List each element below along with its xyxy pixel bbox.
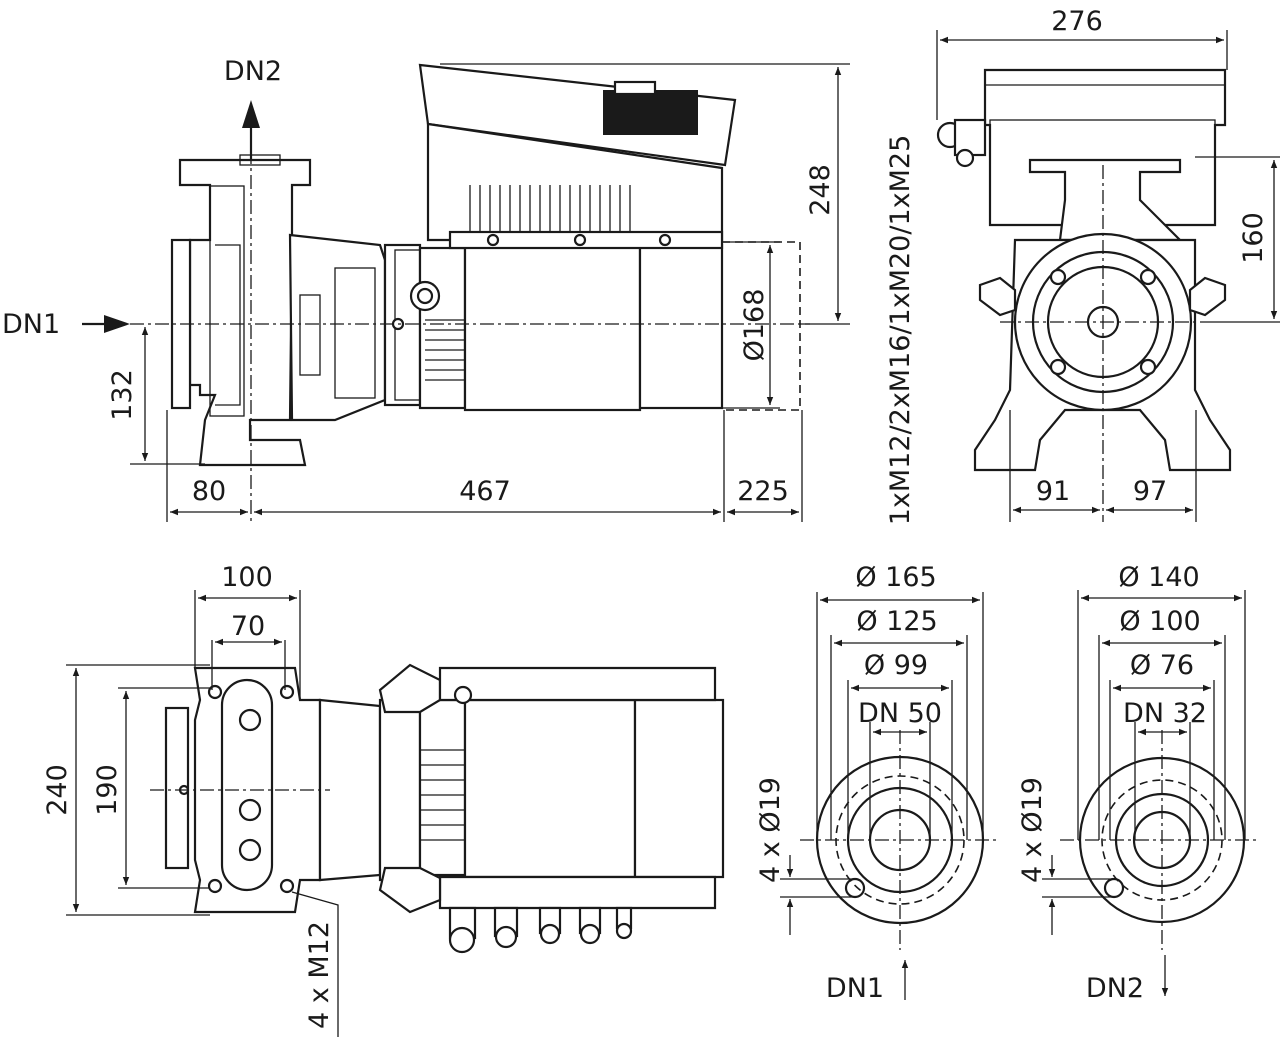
dim-225: 225 [737,476,789,507]
side-view: DN2 DN1 132 80 467 225 Ø168 248 [2,56,850,522]
flange-dn1: Ø 165 Ø 125 Ø 99 DN 50 4 x Ø19 DN1 [755,562,1000,1004]
dn2-seal-diameter: Ø 76 [1130,650,1194,681]
flange-dn2: Ø 140 Ø 100 Ø 76 DN 32 4 x Ø19 DN2 [1017,562,1260,1004]
pump-housing-side [170,63,801,467]
dn2-bolt-circle: Ø 100 [1119,606,1200,637]
dim-70: 70 [231,611,265,642]
dn1-port-label: DN1 [2,309,60,340]
dn1-outer-diameter: Ø 165 [855,562,936,593]
dn2-port-label: DN2 [224,56,282,87]
dim-80: 80 [192,476,226,507]
dim-97: 97 [1133,476,1167,507]
bolts-label: 4 x M12 [304,921,335,1029]
cable-glands-row [448,906,633,954]
end-view: 276 160 91 97 1xM12/2xM16/1xM20/1xM25 [885,6,1280,525]
top-view: 100 70 240 190 4 x M12 [42,562,725,1037]
dim-100: 100 [221,562,273,593]
dim-160: 160 [1238,212,1269,264]
dn1-flange-label: DN1 [826,973,884,1004]
cable-gland-icon [936,118,987,168]
dn1-holes: 4 x Ø19 [755,777,786,883]
dim-132: 132 [107,369,138,421]
cable-glands-label: 1xM12/2xM16/1xM20/1xM25 [885,135,916,526]
dn2-flange-label: DN2 [1086,973,1144,1004]
dn1-seal-diameter: Ø 99 [864,650,928,681]
dim-91: 91 [1036,476,1070,507]
dn2-outer-diameter: Ø 140 [1118,562,1199,593]
dim-240: 240 [42,764,73,816]
dim-168: Ø168 [739,289,770,362]
dim-467: 467 [459,476,511,507]
dim-248: 248 [805,164,836,216]
dn2-holes: 4 x Ø19 [1017,777,1048,883]
dim-190: 190 [92,764,123,816]
dn2-nominal: DN 32 [1123,698,1207,729]
dn1-nominal: DN 50 [858,698,942,729]
dim-276: 276 [1051,6,1103,37]
dn1-bolt-circle: Ø 125 [856,606,937,637]
